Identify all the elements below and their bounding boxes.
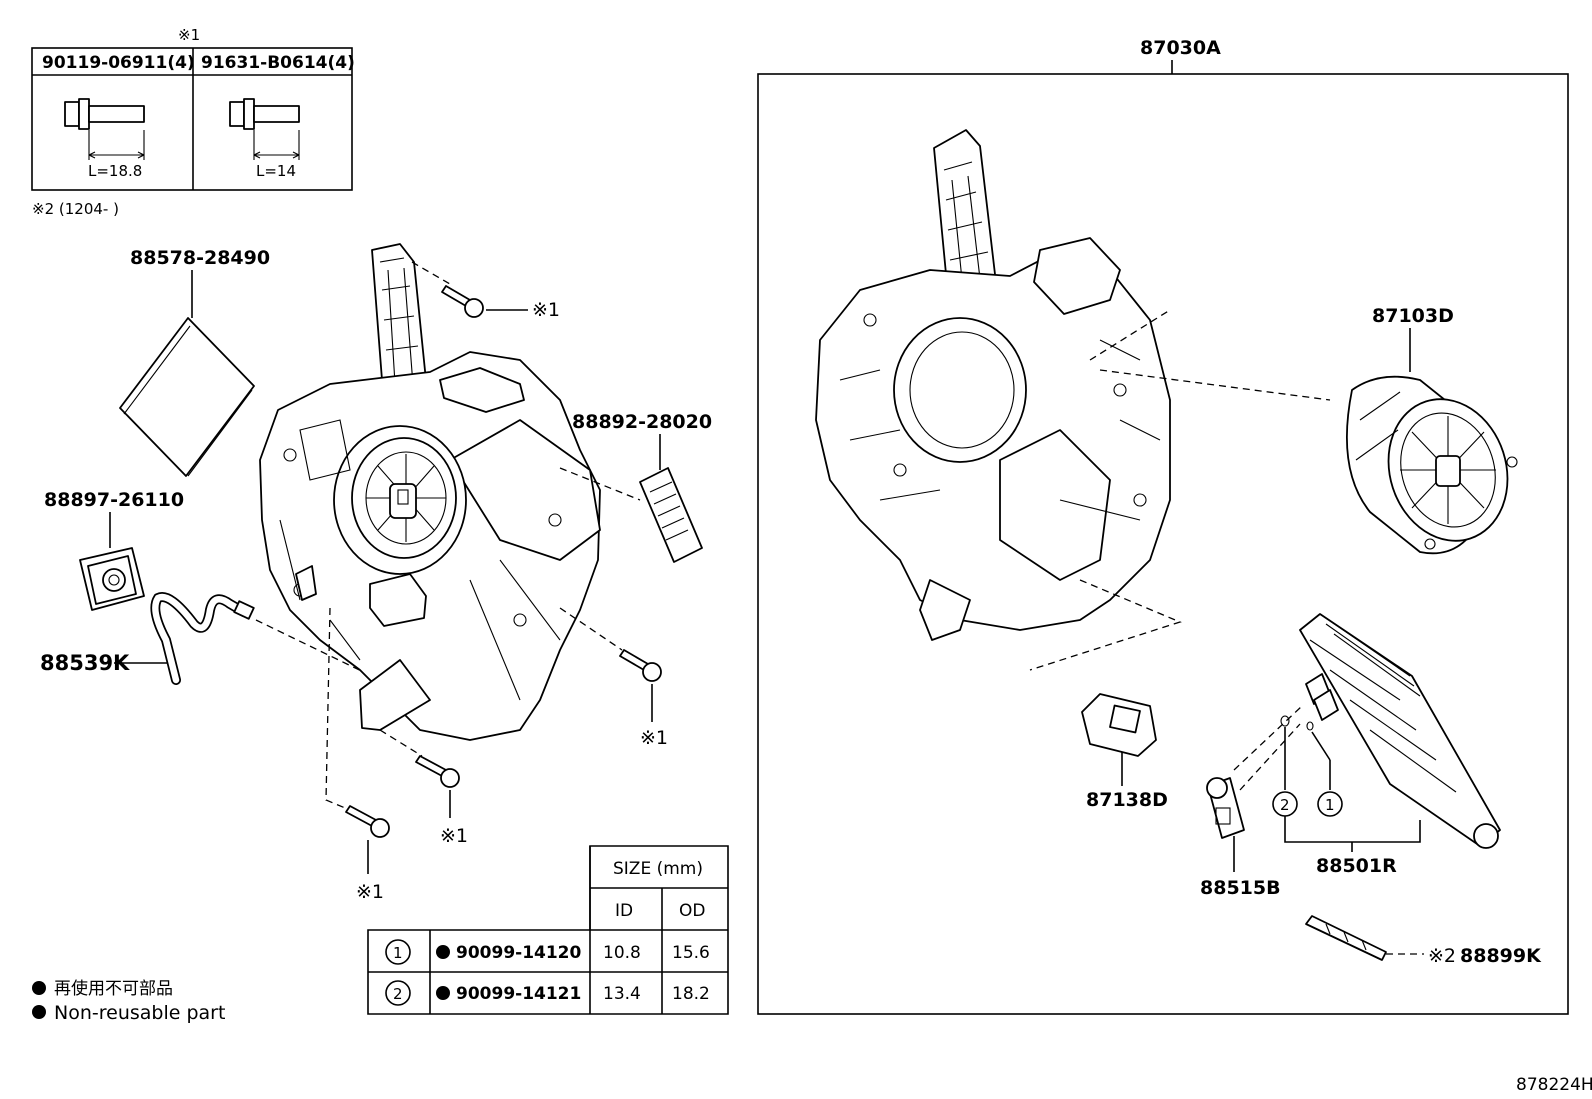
oring-row-2-part: 90099-14121 <box>456 984 581 1004</box>
label-assembly: 87030A <box>1140 37 1221 59</box>
oring-od-header: OD <box>679 901 705 921</box>
fastener-col-2-length: L=14 <box>256 162 296 180</box>
oring-row-1-part: 90099-14120 <box>456 943 582 963</box>
bolt-long-icon <box>64 98 145 160</box>
non-reusable-icon <box>32 981 46 995</box>
blower-housing-left <box>259 243 601 741</box>
bolt-short-icon <box>229 98 300 160</box>
label-evaporator: 88501R <box>1316 855 1397 877</box>
evaporator-part <box>1299 613 1501 849</box>
resistor-part <box>1081 693 1157 757</box>
bolt-bottom-left <box>345 805 390 838</box>
non-reusable-icon <box>436 986 450 1000</box>
blower-housing-right <box>815 129 1171 641</box>
bolt-top <box>441 285 484 318</box>
legend-jp: 再使用不可部品 <box>54 978 173 999</box>
bolt-bottom-center <box>415 755 460 788</box>
oring-callout-2: 2 <box>1280 796 1290 814</box>
oring-row-2-ref: 2 <box>393 985 403 1003</box>
oring-row-1-ref: 1 <box>393 944 403 962</box>
oring-table: SIZE (mm) ID OD 1 90099-14120 10.8 15.6 … <box>367 845 729 1015</box>
hose-part <box>150 592 255 685</box>
legend: 再使用不可部品 Non-reusable part <box>32 978 225 1024</box>
callout-bolt-bottom-center: ※1 <box>440 825 468 847</box>
fastener-col-1-part: 90119-06911(4) <box>42 53 195 73</box>
label-blower-motor: 87103D <box>1372 305 1454 327</box>
grommet-part <box>79 547 145 611</box>
label-grommet: 88897-26110 <box>44 489 184 511</box>
callout-seal-marker: ※2 <box>1428 945 1456 967</box>
assembly-frame <box>757 73 1569 1015</box>
cover-part <box>639 467 703 563</box>
label-filter: 88578-28490 <box>130 247 270 269</box>
oring-row-1-id: 10.8 <box>603 943 641 963</box>
non-reusable-icon <box>436 945 450 959</box>
diagram-id: 878224H <box>1516 1075 1592 1095</box>
label-seal: 88899K <box>1460 945 1542 967</box>
oring-row-2-id: 13.4 <box>603 984 641 1004</box>
filter-part <box>119 317 255 477</box>
fastener-col-2-part: 91631-B0614(4) <box>201 53 355 73</box>
blower-motor-part <box>1345 375 1518 555</box>
label-expansion-valve: 88515B <box>1200 877 1281 899</box>
bolt-right <box>619 649 662 682</box>
callout-bolt-right: ※1 <box>640 727 668 749</box>
seal-part <box>1305 915 1387 961</box>
oring-row-2-od: 18.2 <box>672 984 710 1004</box>
oring-id-header: ID <box>615 901 633 921</box>
oring-size-header: SIZE (mm) <box>613 859 703 879</box>
label-cover: 88892-28020 <box>572 411 712 433</box>
callout-bolt-bottom-left: ※1 <box>356 881 384 903</box>
label-resistor: 87138D <box>1086 789 1168 811</box>
note-2: ※2 (1204- ) <box>32 200 119 218</box>
oring-callout-1: 1 <box>1325 796 1335 814</box>
oring-row-1-od: 15.6 <box>672 943 710 963</box>
fastener-col-1-length: L=18.8 <box>88 162 142 180</box>
legend-en: Non-reusable part <box>54 1002 225 1024</box>
non-reusable-icon <box>32 1005 46 1019</box>
fastener-table-marker: ※1 <box>178 26 200 44</box>
callout-bolt-top: ※1 <box>532 299 560 321</box>
expansion-valve-part <box>1206 777 1245 839</box>
fastener-table: ※1 90119-06911(4) 91631-B0614(4) L=18.8 … <box>31 26 355 191</box>
